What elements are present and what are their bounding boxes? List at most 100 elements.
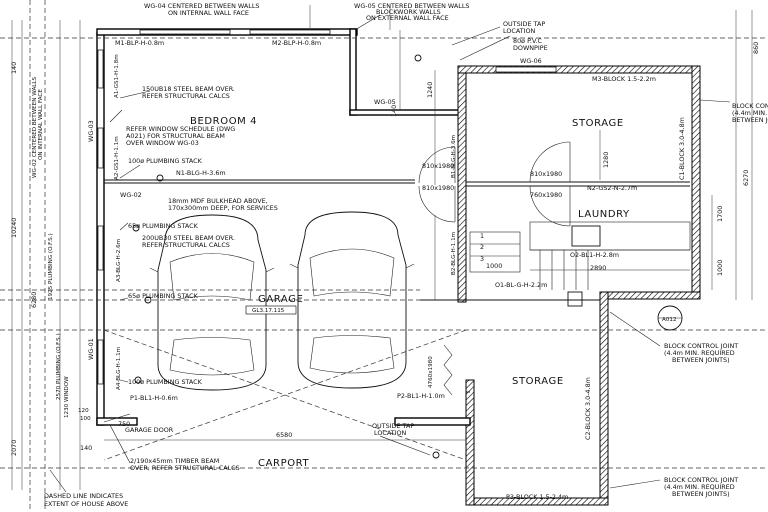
note-block-joint3: BLOCK CONTROL JOINT: [664, 476, 738, 484]
tag-m1: M1-BLP-H-0.8m: [115, 39, 164, 47]
wall-garage-bottom-left: [96, 417, 138, 426]
tag-a4: A4-BLG-H-1.1m: [116, 347, 122, 390]
tag-wg05: WG-05: [374, 98, 396, 106]
note-timber-beam-b: OVER, REFER STRUCTURAL CALCS: [130, 464, 240, 472]
room-garage: GARAGE: [258, 294, 303, 305]
dim-860: 860: [752, 42, 760, 54]
room-storage-bottom: STORAGE: [512, 376, 564, 387]
dim-1700: 1700: [716, 206, 724, 222]
door-swing-4: [529, 185, 571, 227]
note-window-sched-b: A021) FOR STRUCTURAL BEAM: [126, 132, 225, 140]
note-timber-beam: 2/190x45mm TIMBER BEAM: [130, 457, 219, 465]
note-steel-beam2-b: REFER STRUCTURAL CALCS: [142, 241, 230, 249]
tag-a012: A012: [662, 317, 677, 323]
dim-side-b: ON INTERNAL WALL FACE: [38, 89, 44, 160]
note-bulkhead-b: 170x300mm DEEP, FOR SERVICES: [168, 204, 278, 212]
window-wg02: [97, 127, 104, 169]
note-downpipe-b: DOWNPIPE: [513, 44, 548, 52]
note-block-joint3-c: BETWEEN JOINTS): [672, 490, 730, 498]
dim-1000: 1000: [716, 260, 724, 276]
note-dashed-line: DASHED LINE INDICATES: [44, 492, 123, 500]
laundry-tub: [571, 225, 601, 247]
note-plumb65a: 65ø PLUMBING STACK: [128, 222, 199, 230]
dim-side-c: 1925 PLUMBING (O.F.S.): [48, 233, 54, 300]
note-dashed-line-b: EXTENT OF HOUSE ABOVE: [44, 500, 128, 508]
tag-wg02: WG-02: [120, 191, 142, 199]
note-plumb65b: 65ø PLUMBING STACK: [128, 292, 199, 300]
walls: [96, 28, 701, 506]
note-steel-beam1-b: REFER STRUCTURAL CALCS: [142, 92, 230, 100]
tag-m2: M2-BLP-H-0.8m: [272, 39, 321, 47]
window-wg04: [139, 29, 231, 35]
room-laundry: LAUNDRY: [578, 209, 630, 220]
room-storage-top: STORAGE: [572, 118, 624, 129]
tag-c1: C1-BLOCK 3.0-4.8m: [678, 117, 686, 180]
car-left: [149, 214, 275, 391]
car-right: [289, 211, 415, 389]
doors: [418, 141, 571, 396]
tag-b1: B1-BLG-H-3.6m: [451, 135, 457, 178]
note-block-joint2-b: (4.4m MIN. REQUIRED: [664, 349, 735, 357]
dim-2890: 2890: [590, 264, 606, 272]
note-plumb100a: 100ø PLUMBING STACK: [128, 157, 203, 165]
note-wg05-b: BLOCKWORK WALLS: [376, 8, 441, 16]
wall-storage-left: [457, 65, 467, 303]
wall-storage2-left: [465, 379, 475, 506]
door-swing-3: [529, 141, 571, 183]
wall-storage-top: [457, 65, 699, 74]
tag-wg01: WG-01: [87, 338, 95, 360]
tag-o2: O2-BL1-H-2.8m: [570, 251, 619, 259]
tag-door2: 810x1980: [422, 184, 454, 192]
dim-side-d: 2570 PLUMBING (O.F.S.): [56, 333, 62, 400]
dim-1000-b: 1000: [486, 262, 502, 270]
note-tap-top: OUTSIDE TAP: [503, 20, 545, 28]
tag-door3: 810x1980: [530, 170, 562, 178]
bifold-door: [443, 344, 453, 396]
tag-door4: 760x1980: [530, 191, 562, 199]
leader-lines: [49, 14, 731, 493]
tag-a1: A1-GS1-H-1.8m: [114, 54, 120, 98]
window-a3: [97, 225, 104, 271]
tag-stair-2: 2: [480, 243, 484, 251]
note-block-joint1: BLOCK CONTROL JOINT: [732, 102, 768, 110]
dim-side-e: 1230 WINDOW: [64, 376, 70, 418]
tag-c2: C2-BLOCK 3.0-4.8m: [584, 377, 592, 440]
note-window-sched: REFER WINDOW SCHEDULE (DWG: [126, 125, 235, 133]
dim-120: 120: [78, 408, 89, 414]
symbols: [132, 54, 683, 459]
note-downpipe: 80ø P.V.C: [513, 37, 543, 45]
wall-bedroom-right: [349, 28, 357, 116]
dim-10240: 10240: [10, 218, 18, 238]
tag-stair-3: 3: [480, 255, 484, 263]
wall-storage-right: [691, 65, 701, 299]
dim-6270: 6270: [742, 170, 750, 186]
wall-laundry-bottom: [599, 291, 701, 300]
dim-1240: 1240: [426, 82, 434, 98]
room-carport: CARPORT: [258, 458, 309, 469]
laundry-bench: [529, 221, 691, 251]
dim-side-a: WG-02 CENTERED BETWEEN WALLS: [32, 77, 38, 178]
tag-bench: B2-BLG-H-1.1m: [451, 232, 457, 275]
tag-n1: N1-BLG-H-3.6m: [176, 169, 226, 177]
dim-140-mid: 140: [390, 105, 398, 117]
tag-a2: A2-GS1-H-1.1m: [114, 136, 120, 180]
tag-garage: GL3.17.115: [252, 308, 285, 314]
tag-o1: O1-BL-G-H-2.2m: [495, 281, 547, 289]
note-window-sched-c: OVER WINDOW WG-03: [126, 139, 199, 147]
dim-750: 750: [118, 420, 130, 428]
tag-door1: 810x1980: [422, 162, 454, 170]
dim-140-top: 140: [10, 62, 18, 74]
dim-2070: 2070: [10, 440, 18, 456]
note-steel-beam2: 200UB30 STEEL BEAM OVER.: [142, 234, 235, 242]
tag-m3: M3-BLOCK 1.5-2.2m: [592, 75, 656, 83]
window-wg06: [495, 66, 557, 73]
tag-stair-1: 1: [480, 232, 484, 240]
note-bulkhead: 18mm MDF BULKHEAD ABOVE,: [168, 197, 268, 205]
tag-side-door: 4760x1980: [428, 356, 434, 388]
windows: [97, 29, 557, 385]
dimension-lines: [11, 5, 753, 490]
dim-1280: 1280: [602, 152, 610, 168]
note-wg04: WG-04 CENTERED BETWEEN WALLS: [144, 2, 259, 10]
dim-6280: 6280: [30, 292, 38, 308]
